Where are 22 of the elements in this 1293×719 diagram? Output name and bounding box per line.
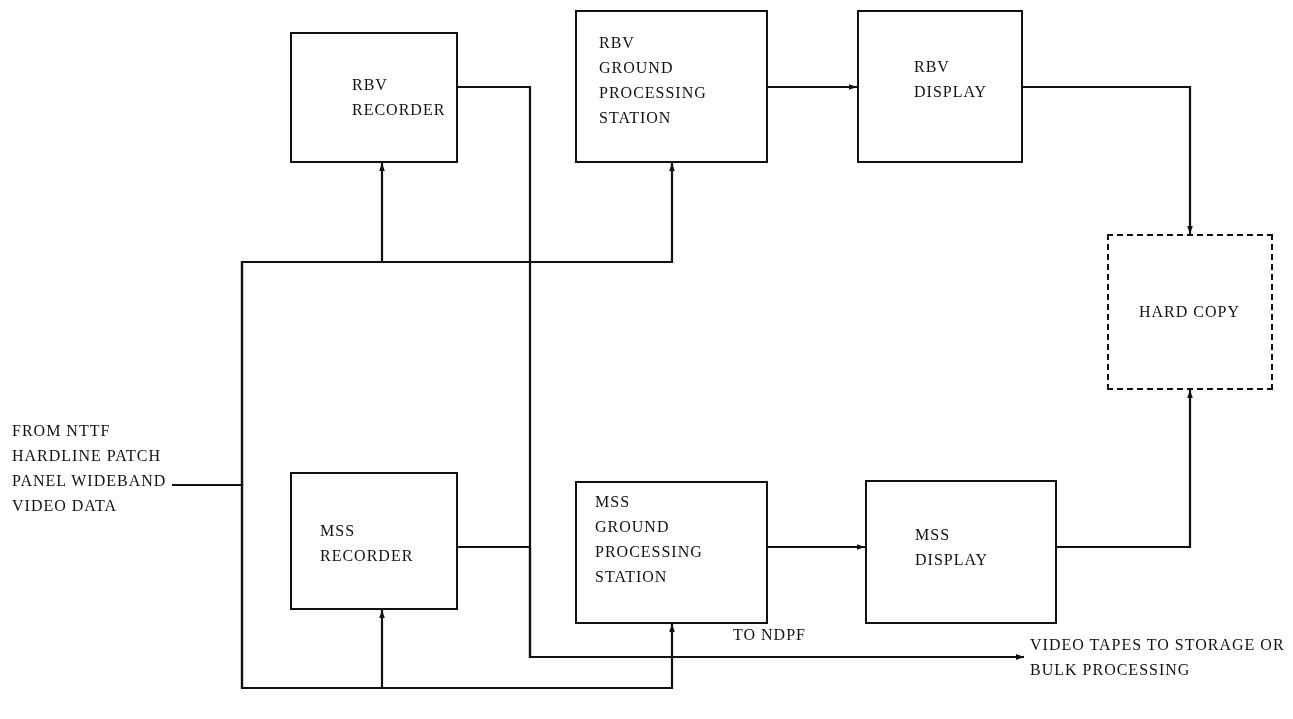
arrow bbox=[1057, 390, 1193, 549]
source-label: FROM NTTF HARDLINE PATCH PANEL WIDEBAND VIDEO DATA bbox=[12, 421, 168, 516]
box-label: RBV RECORDER bbox=[352, 75, 446, 120]
recorder-box bbox=[290, 472, 458, 610]
processing-station-box bbox=[575, 481, 768, 624]
arrow bbox=[458, 545, 1024, 660]
display-box bbox=[857, 10, 1023, 163]
box-label: MSS DISPLAY bbox=[915, 525, 989, 570]
box-label: MSS RECORDER bbox=[320, 521, 414, 566]
destination-label: VIDEO TAPES TO STORAGE OR BULK PROCESSING bbox=[1030, 635, 1285, 680]
box-label: HARD COPY bbox=[1139, 302, 1240, 322]
processing-station-box bbox=[575, 10, 768, 163]
box-label: RBV GROUND PROCESSING STATION bbox=[599, 33, 707, 128]
display-box bbox=[865, 480, 1057, 624]
arrow bbox=[768, 84, 857, 90]
arrow bbox=[768, 544, 865, 550]
box-label: MSS GROUND PROCESSING STATION bbox=[595, 492, 703, 587]
box-label: RBV DISPLAY bbox=[914, 57, 988, 102]
arrow bbox=[1023, 85, 1193, 234]
arrow bbox=[172, 483, 675, 690]
hard-copy-box bbox=[1107, 234, 1273, 390]
recorder-box bbox=[290, 32, 458, 163]
